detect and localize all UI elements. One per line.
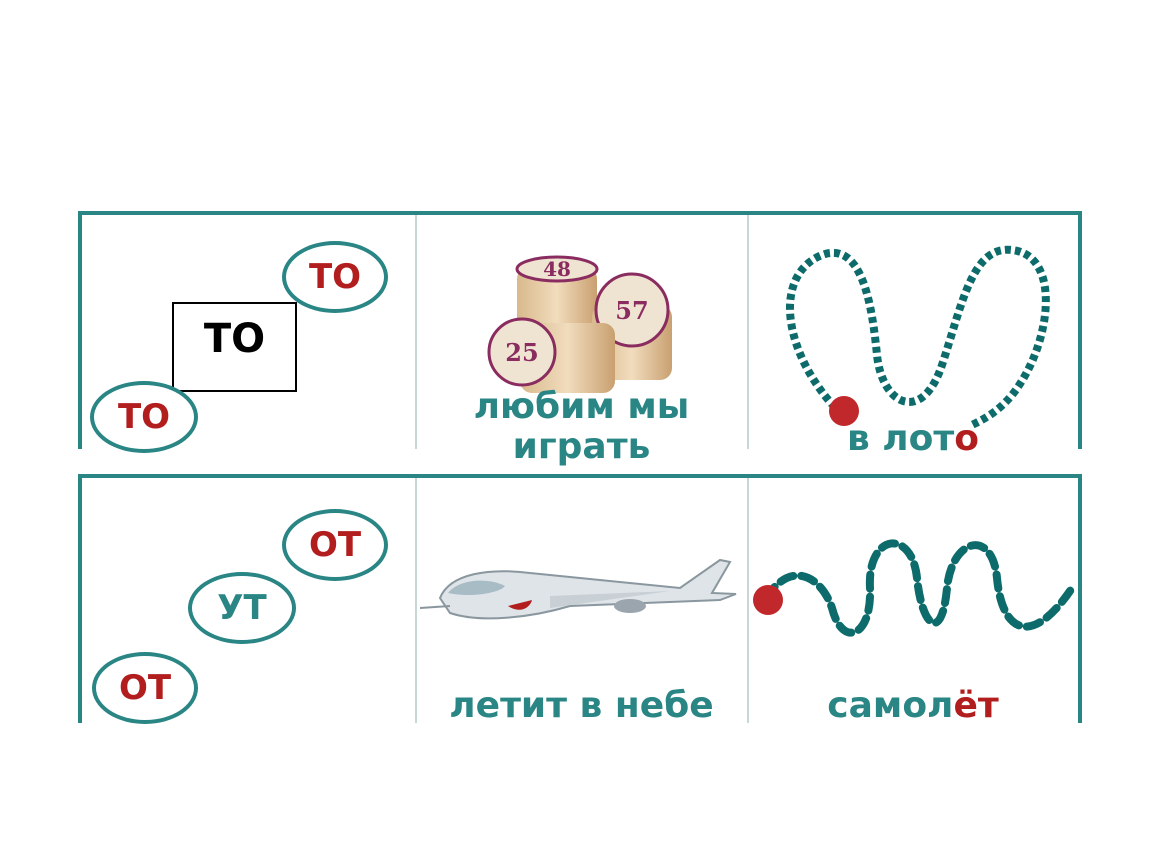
card-row-to: ТО ТО ТО 48 57 25 любим мы играть в лото (78, 211, 1082, 467)
divider (747, 478, 749, 723)
syllable-circle: ТО (90, 381, 198, 453)
start-dot-icon (829, 396, 859, 426)
caption: любим мы играть (473, 386, 690, 467)
caption: в лото (846, 418, 979, 459)
divider (747, 215, 749, 449)
trace-path-icon (753, 539, 1076, 637)
syllable-circle: ОТ (282, 509, 388, 581)
divider (415, 478, 417, 723)
barrel-number: 48 (543, 257, 571, 281)
caption: самолёт (827, 685, 999, 726)
card-row-ot: ОТ УТ ОТ летит в небе самолёт (78, 474, 1082, 726)
start-dot-icon (753, 585, 783, 615)
lotto-barrels-icon: 48 57 25 (487, 255, 672, 393)
syllable-box: ТО (172, 302, 297, 392)
divider (415, 215, 417, 449)
trace-path-icon (786, 245, 1050, 429)
barrel-number: 25 (505, 338, 538, 367)
syllable-circle: ТО (282, 241, 388, 313)
syllable-circle: ОТ (92, 652, 198, 724)
barrel-number: 57 (615, 296, 648, 325)
caption: летит в небе (449, 685, 714, 726)
airplane-icon (420, 558, 737, 620)
syllable-circle: УТ (188, 572, 296, 644)
